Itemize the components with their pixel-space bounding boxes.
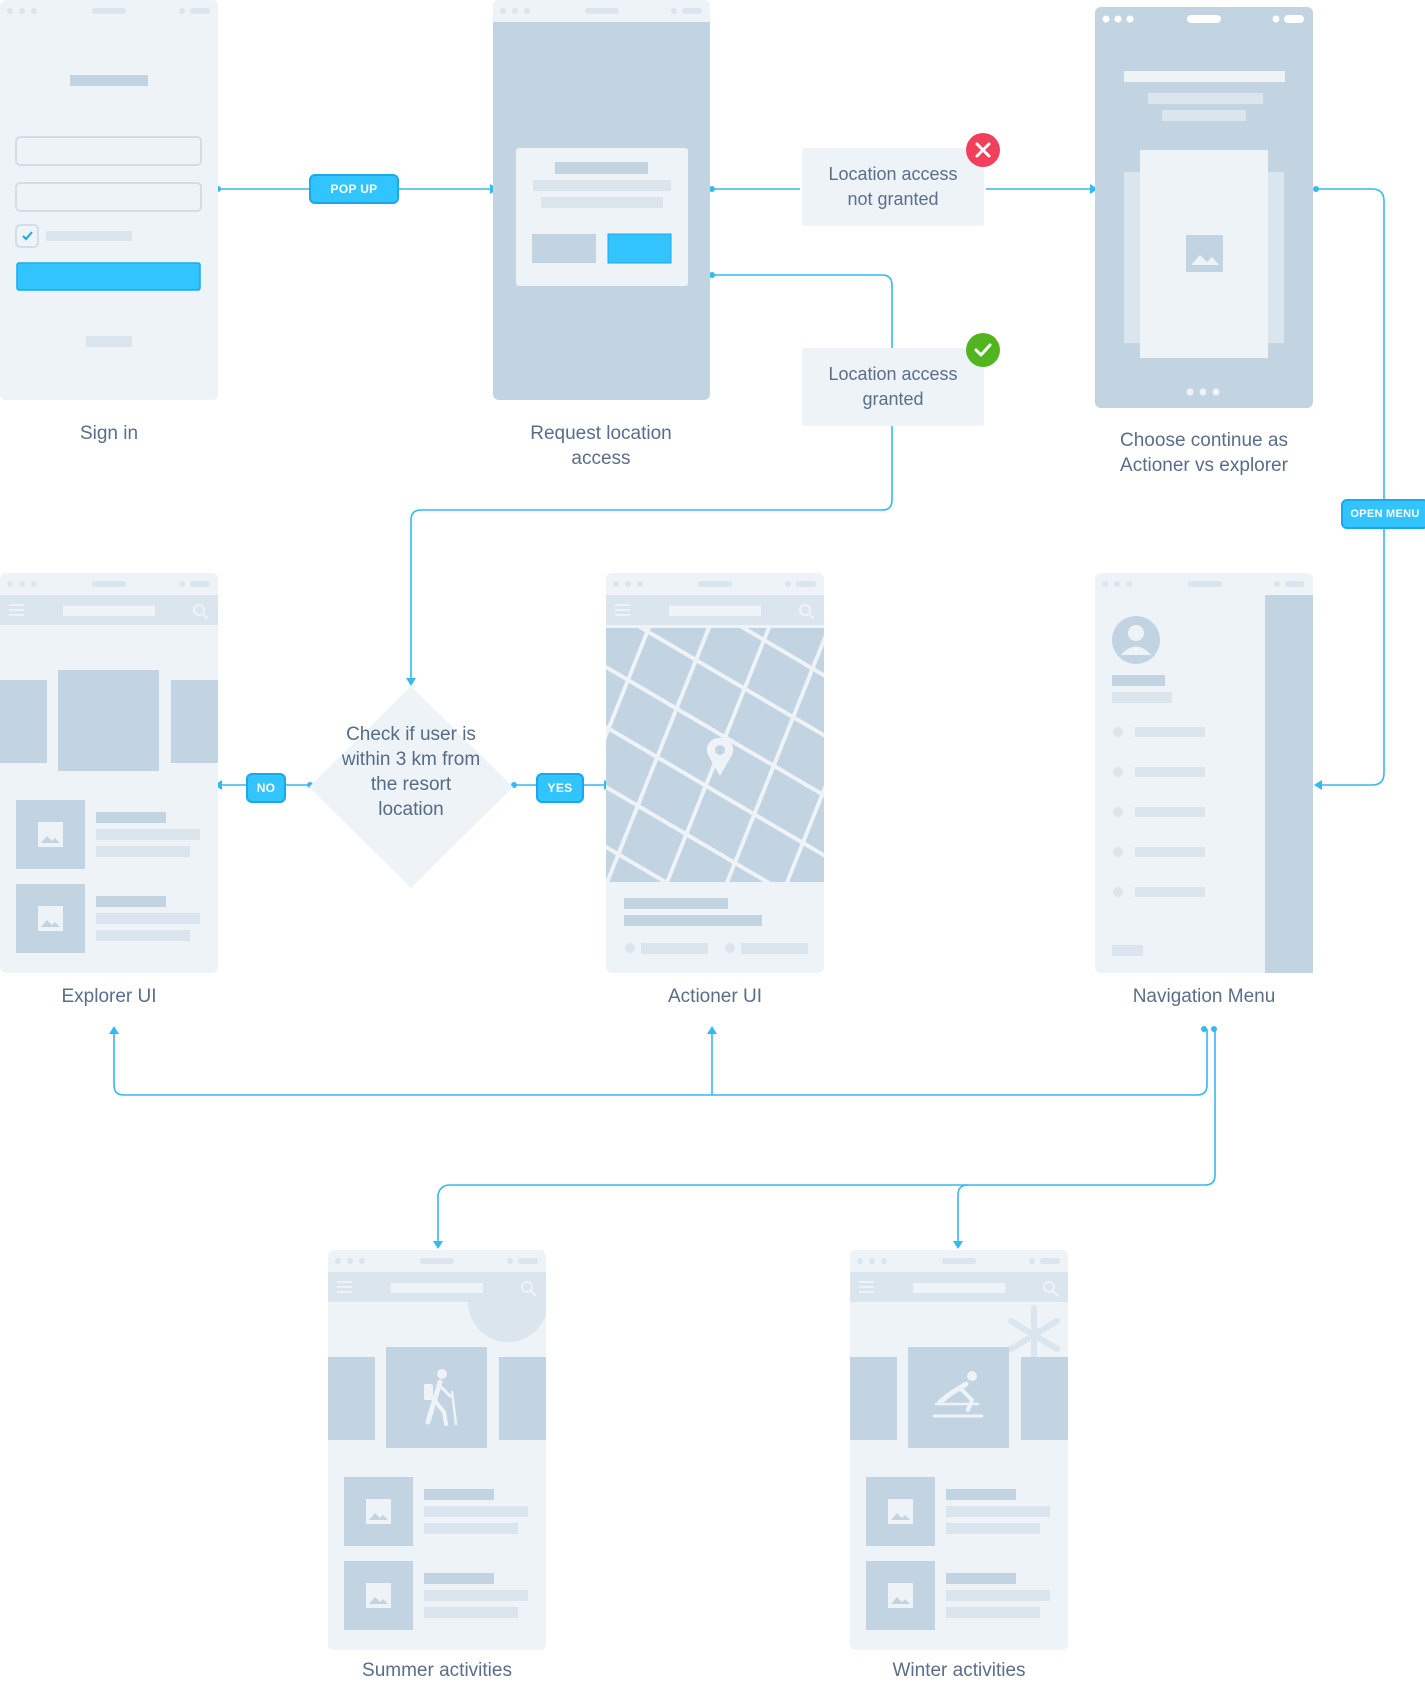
label-actioner-ui: Actioner UI (668, 986, 762, 1007)
open-menu-pill: OPEN MENU (1341, 499, 1425, 529)
yes-pill: YES (536, 773, 584, 803)
choose-continue-screen (1095, 7, 1313, 408)
forgot-link (86, 336, 132, 347)
summer-activities-screen (328, 1250, 546, 1650)
label-sign-in: Sign in (79, 423, 139, 444)
username-field (15, 136, 202, 166)
search-icon (521, 1281, 537, 1297)
close-icon (966, 133, 1000, 167)
pager-dots (1186, 388, 1220, 396)
remember-checkbox (15, 224, 39, 248)
connector-menu-to-activities (437, 1029, 1216, 1245)
connector-granted-to-check (410, 426, 893, 683)
status-bar (1102, 15, 1304, 23)
status-bar (1102, 581, 1305, 587)
map-view (606, 628, 824, 882)
status-bar (7, 8, 210, 14)
connector-request-to-granted (712, 274, 893, 348)
flow-connectors (113, 188, 1385, 1245)
password-field (15, 182, 202, 212)
avatar-icon (1112, 616, 1160, 664)
label-explorer-ui: Explorer UI (61, 986, 157, 1007)
label-winter: Winter activities (892, 1660, 1026, 1681)
snowflake-icon (1008, 1305, 1060, 1365)
winter-activities-screen (850, 1250, 1068, 1650)
menu-icon (859, 1281, 874, 1293)
label-summer: Summer activities (362, 1660, 512, 1681)
status-bar (7, 581, 210, 587)
connector-menu-to-uis (113, 1029, 1208, 1096)
search-icon (193, 604, 209, 620)
sign-in-button (16, 262, 201, 291)
note-not-granted-text: Location access not granted (828, 164, 958, 209)
note-not-granted: Location access not granted (802, 148, 984, 226)
status-bar (613, 581, 816, 587)
hiking-icon (424, 1369, 458, 1426)
check-icon (22, 231, 33, 241)
decision-text: Check if user is within 3 km from the re… (341, 724, 481, 820)
menu-icon (9, 604, 24, 616)
decision-diamond (309, 686, 513, 888)
explorer-ui-screen (0, 573, 218, 973)
navigation-menu-screen (1095, 573, 1313, 973)
label-navigation-menu: Navigation Menu (1132, 986, 1276, 1007)
connector-choose-to-menu (1316, 188, 1385, 786)
no-pill: NO (246, 773, 286, 803)
search-icon (1043, 1281, 1059, 1297)
image-icon (1186, 235, 1223, 272)
allow-button (607, 233, 672, 264)
check-icon (966, 333, 1000, 367)
label-choose-continue: Choose continue as Actioner vs explorer (1120, 430, 1288, 476)
menu-icon (337, 1281, 352, 1293)
request-location-screen (493, 0, 710, 400)
note-granted-text: Location access granted (828, 364, 958, 409)
note-granted: Location access granted (802, 348, 984, 426)
status-bar (500, 8, 702, 14)
status-bar (857, 1258, 1060, 1264)
deny-button (532, 234, 596, 263)
label-request-location: Request location access (530, 423, 672, 469)
search-icon (799, 604, 815, 620)
actioner-ui-screen (606, 573, 824, 973)
sun-icon (468, 1302, 546, 1342)
popup-pill: POP UP (309, 174, 399, 204)
skiing-icon (932, 1371, 984, 1418)
location-pin-icon (706, 738, 734, 776)
sign-in-screen (0, 0, 218, 400)
menu-icon (615, 604, 630, 616)
connector-to-winter (957, 1184, 969, 1245)
status-bar (335, 1258, 538, 1264)
sign-in-title (70, 75, 148, 86)
